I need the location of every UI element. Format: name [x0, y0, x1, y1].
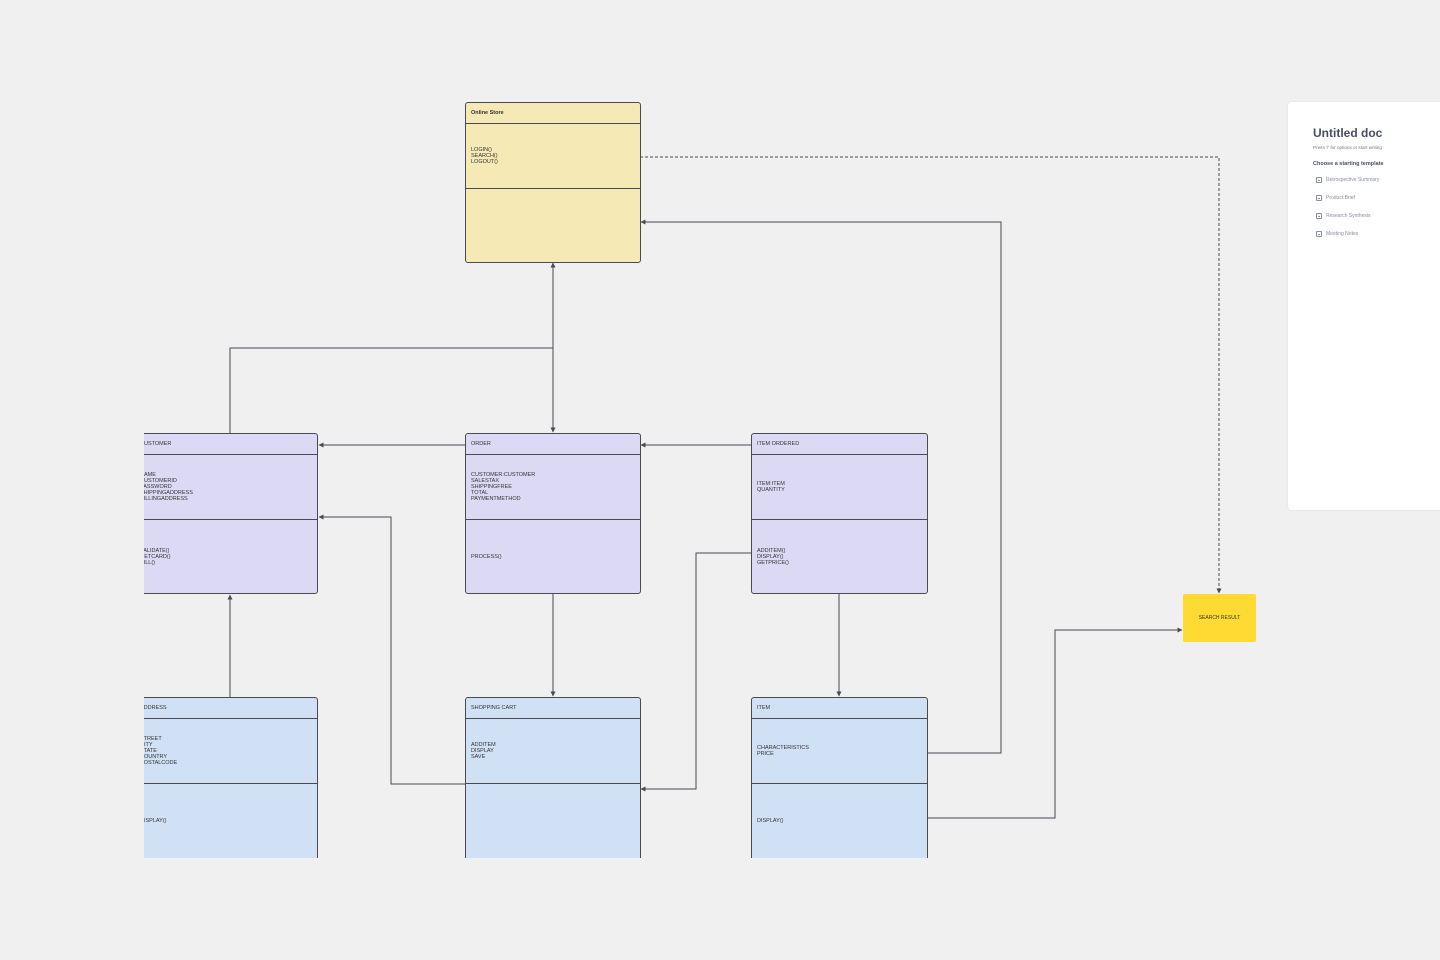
attribute: ADDITEM [471, 742, 496, 748]
attribute: CITY [144, 742, 153, 748]
operation: DISPLAY() [144, 818, 167, 824]
class-name: ITEM ORDERED [757, 441, 800, 447]
class-attributes: STREETCITYSTATECOUNTRYPOSTALCODE [144, 719, 317, 784]
attribute: SEARCH() [471, 153, 498, 159]
operation: GETPRICE() [757, 560, 789, 566]
connector-item-online-store[interactable] [640, 219, 1002, 754]
connector-item-ordered-shopping-cart[interactable] [640, 552, 751, 792]
class-operations: DISPLAY() [752, 784, 927, 858]
class-title: SHOPPING CART [466, 698, 640, 719]
class-attributes: LOGIN()SEARCH()LOGOUT() [466, 124, 640, 189]
attribute: LOGOUT() [471, 159, 498, 165]
class-title: ADDRESS [144, 698, 317, 719]
attribute: LOGIN() [471, 147, 492, 153]
connector-shopping-cart-customer[interactable] [318, 514, 465, 785]
document-icon [1316, 195, 1322, 201]
class-title: Online Store [466, 103, 640, 124]
template-label: Product Brief [1326, 195, 1355, 201]
class-customer[interactable]: CUSTOMER NAMECUSTOMERIDPASSWORDSHIPPINGAD… [144, 433, 318, 594]
class-operations [466, 784, 640, 858]
class-operations [466, 189, 640, 263]
attribute: CUSTOMER:CUSTOMER [471, 472, 536, 478]
attribute: SHIPPINGFREE [471, 484, 512, 490]
class-title: ITEM [752, 698, 927, 719]
attribute: BILLINGADDRESS [144, 496, 188, 502]
class-operations: PROCESS() [466, 520, 640, 594]
attribute: SHIPPINGADDRESS [144, 490, 193, 496]
class-title: CUSTOMER [144, 434, 317, 455]
connector-customer-online-store[interactable] [229, 347, 553, 433]
document-icon [1316, 177, 1322, 183]
attribute: SALESTAX [471, 478, 500, 484]
attribute: SAVE [471, 754, 486, 760]
doc-panel[interactable]: Untitled doc Press '/' for options or st… [1288, 102, 1440, 510]
class-name: ITEM [757, 705, 771, 711]
class-name: Online Store [471, 110, 504, 116]
attribute: COUNTRY [144, 754, 168, 760]
operation: BILL() [144, 560, 155, 566]
attribute: PASSWORD [144, 484, 172, 490]
doc-title[interactable]: Untitled doc [1313, 126, 1383, 140]
attribute: DISPLAY [471, 748, 494, 754]
attribute: CUSTOMERID [144, 478, 177, 484]
connector-item-search-result[interactable] [927, 627, 1183, 819]
operation: VALIDATE() [144, 548, 170, 554]
attribute: STATE [144, 748, 157, 754]
class-operations: DISPLAY() [144, 784, 317, 858]
template-meeting-notes[interactable]: Meeting Notes [1316, 231, 1358, 237]
template-label: Meeting Notes [1326, 231, 1359, 237]
attribute: ITEM:ITEM [757, 481, 785, 487]
attribute: QUANTITY [757, 487, 785, 493]
document-icon [1316, 213, 1322, 219]
class-name: SHOPPING CART [471, 705, 517, 711]
attribute: PRICE [757, 751, 774, 757]
template-research-synthesis[interactable]: Research Synthesis [1316, 213, 1370, 219]
template-label: Retrospective Summary [1326, 177, 1380, 183]
search-result-label: SEARCH RESULT [1198, 615, 1241, 621]
class-name: ADDRESS [144, 705, 167, 711]
class-attributes: NAMECUSTOMERIDPASSWORDSHIPPINGADDRESSBIL… [144, 455, 317, 520]
sticky-search-result[interactable]: SEARCH RESULT [1183, 594, 1256, 642]
template-heading: Choose a starting template [1313, 161, 1384, 167]
attribute: POSTALCODE [144, 760, 178, 766]
template-product-brief[interactable]: Product Brief [1316, 195, 1355, 201]
doc-hint: Press '/' for options or start writing [1313, 145, 1382, 150]
connectors [227, 156, 1222, 819]
attribute: NAME [144, 472, 156, 478]
attribute: CHARACTERISTICS [757, 745, 809, 751]
class-operations: ADDITEM()DISPLAY()GETPRICE() [752, 520, 927, 594]
document-icon [1316, 231, 1322, 237]
class-title: ITEM ORDERED [752, 434, 927, 455]
class-title: ORDER [466, 434, 640, 455]
class-name: CUSTOMER [144, 441, 172, 447]
class-operations: VALIDATE()GETCARD()BILL() [144, 520, 317, 594]
template-label: Research Synthesis [1326, 213, 1371, 219]
operation: DISPLAY() [757, 818, 784, 824]
operation: GETCARD() [144, 554, 171, 560]
class-address[interactable]: ADDRESS STREETCITYSTATECOUNTRYPOSTALCODE D… [144, 697, 318, 858]
operation: DISPLAY() [757, 554, 784, 560]
operation: PROCESS() [471, 554, 502, 560]
attribute: TOTAL [471, 490, 489, 496]
template-retrospective-summary[interactable]: Retrospective Summary [1316, 177, 1379, 183]
attribute: PAYMENTMETHOD [471, 496, 521, 502]
connector-online-store-search-result[interactable] [640, 156, 1222, 594]
operation: ADDITEM() [757, 548, 786, 554]
class-name: ORDER [471, 441, 491, 447]
